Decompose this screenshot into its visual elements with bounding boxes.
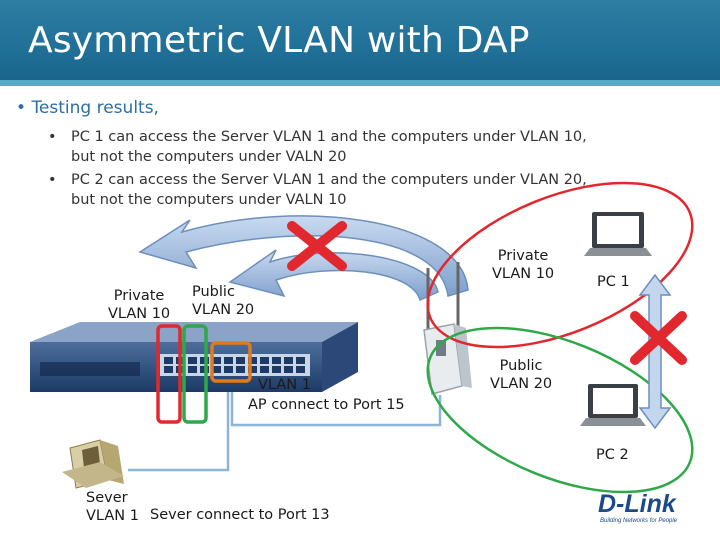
server-icon bbox=[62, 439, 124, 489]
label-public-vlan20-left-l2: VLAN 20 bbox=[192, 302, 255, 319]
arrow-vlan20-lower bbox=[228, 249, 439, 302]
sub-bullet-1-line1: PC 1 can access the Server VLAN 1 and th… bbox=[71, 129, 587, 145]
sub-bullet-2-line2: but not the computers under VALN 10 bbox=[71, 192, 347, 208]
label-private-vlan10-left-l1: Private bbox=[113, 288, 165, 304]
server-cable bbox=[128, 355, 230, 472]
dlink-logo-tagline: Building Networks for People bbox=[600, 518, 678, 524]
block-x-top bbox=[287, 221, 347, 271]
pc1-laptop-icon bbox=[584, 212, 652, 256]
sub-bullet-2-line1: PC 2 can access the Server VLAN 1 and th… bbox=[71, 172, 587, 188]
main-bullet-text: Testing results, bbox=[31, 98, 159, 118]
dlink-logo-brand: D-Link bbox=[598, 490, 677, 518]
label-server-l1: Sever bbox=[86, 490, 128, 506]
pc2-vlan20-ellipse bbox=[426, 326, 694, 494]
pc1-vlan10-ellipse bbox=[426, 181, 694, 349]
label-public-vlan20-right: Public VLAN 20 bbox=[490, 357, 552, 393]
ap-cable-run bbox=[230, 375, 442, 427]
sub-bullet-1-line2: but not the computers under VALN 20 bbox=[71, 149, 347, 165]
label-pc2: PC 2 bbox=[596, 447, 629, 463]
label-server-l2: VLAN 1 bbox=[86, 508, 139, 525]
arrow-vlan10-upper bbox=[138, 215, 469, 297]
pc-double-arrow bbox=[638, 273, 672, 430]
label-server-connect: Sever connect to Port 13 bbox=[150, 507, 330, 523]
label-public-vlan20-left: Public VLAN 20 bbox=[192, 283, 254, 319]
label-pc1: PC 1 bbox=[597, 274, 630, 290]
label-private-vlan10-right: Private VLAN 10 bbox=[492, 247, 554, 283]
vlan10-port-box bbox=[156, 324, 182, 424]
slide-title: Asymmetric VLAN with DAP bbox=[28, 20, 530, 61]
dlink-logo: D-Link Building Networks for People bbox=[598, 490, 678, 524]
pc2-laptop-icon bbox=[580, 384, 646, 426]
label-ap-connect: AP connect to Port 15 bbox=[248, 397, 405, 413]
label-vlan1: VLAN 1 bbox=[258, 377, 311, 393]
vlan1-port-box bbox=[210, 341, 252, 383]
label-private-vlan10-left: Private VLAN 10 bbox=[108, 287, 170, 323]
label-private-vlan10-right-l2: VLAN 10 bbox=[492, 266, 555, 283]
label-private-vlan10-right-l1: Private bbox=[497, 248, 549, 264]
vlan20-port-box bbox=[182, 324, 208, 424]
main-bullet: • Testing results, bbox=[16, 98, 159, 118]
title-bar bbox=[0, 0, 720, 86]
label-public-vlan20-left-l1: Public bbox=[192, 284, 235, 300]
label-public-vlan20-right-l2: VLAN 20 bbox=[490, 376, 553, 393]
label-public-vlan20-right-l1: Public bbox=[499, 358, 543, 374]
label-server: Sever VLAN 1 bbox=[86, 489, 139, 525]
sub-bullet-marker-1: • bbox=[48, 129, 57, 145]
block-x-right bbox=[630, 311, 687, 365]
sub-bullet-marker-2: • bbox=[48, 172, 57, 188]
label-private-vlan10-left-l2: VLAN 10 bbox=[108, 306, 171, 323]
